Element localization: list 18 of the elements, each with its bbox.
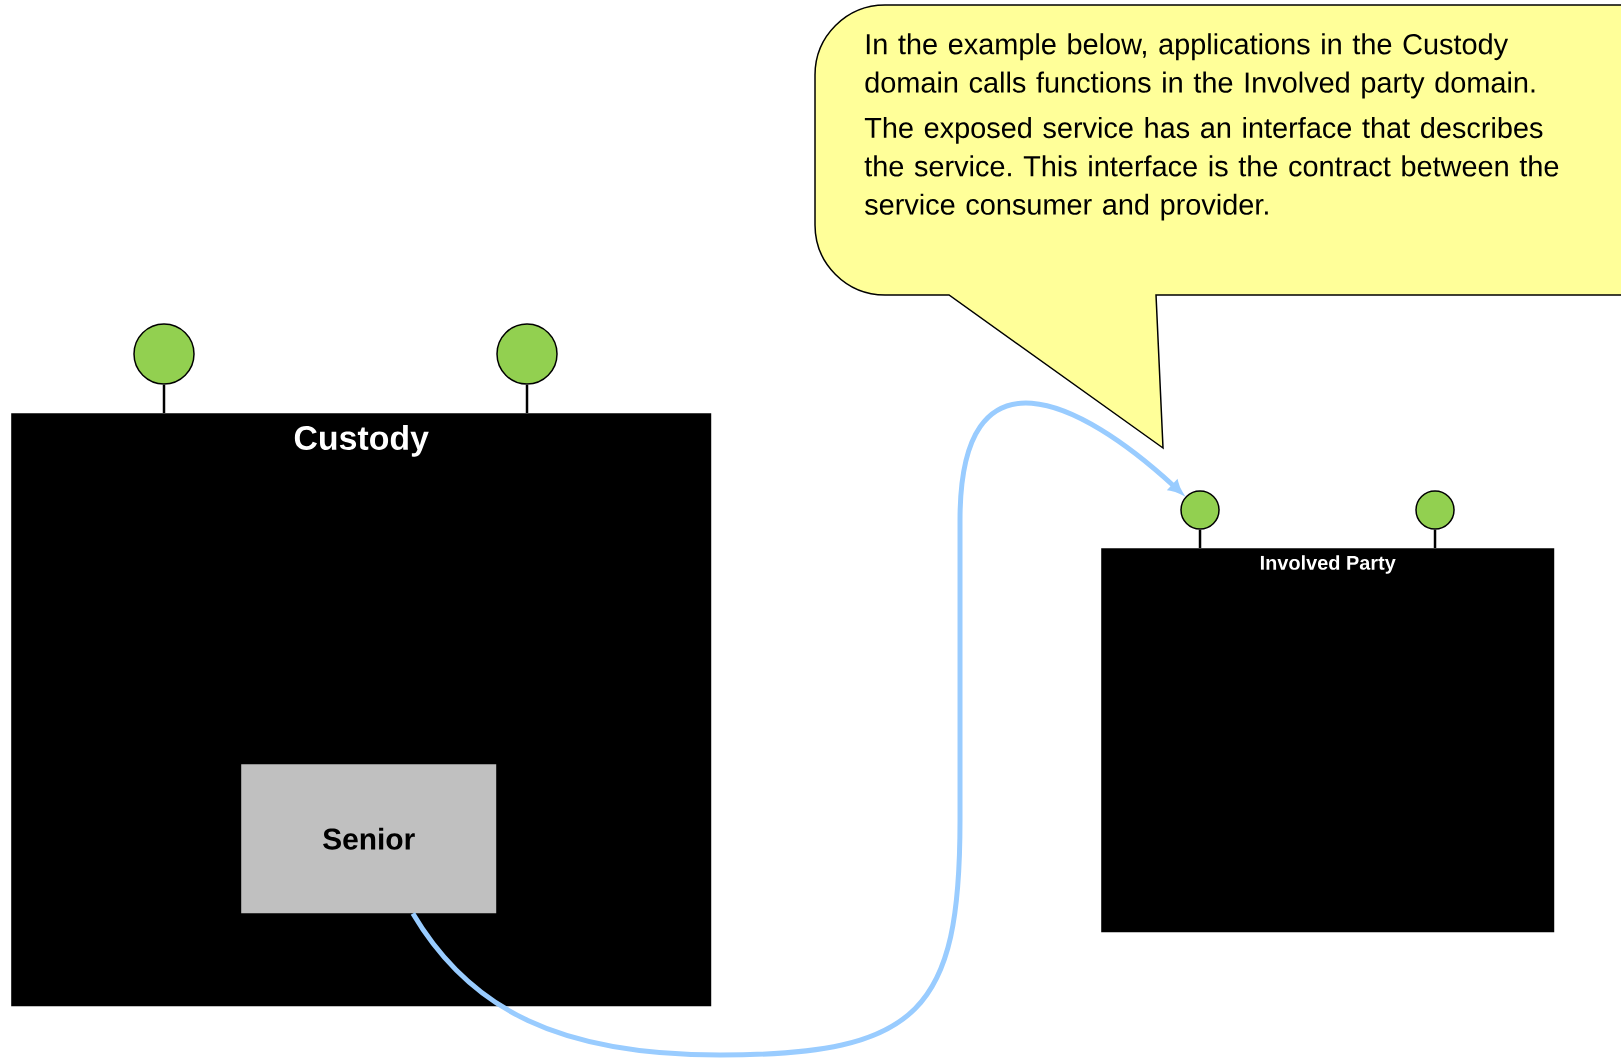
connector-stem [1433,529,1437,548]
box-title: Involved Party [1260,555,1396,574]
interface-circle [496,323,558,385]
speech-callout [814,4,1621,449]
connector-stem [162,384,166,413]
connector-stem [525,384,529,413]
interface-circle [133,323,195,385]
connector-stem [1198,529,1202,548]
interface-circle [1180,490,1220,530]
domain-box [1101,548,1555,933]
box-title: Senior [323,827,415,850]
interface-circle [1415,490,1455,530]
arrow [410,401,1183,1058]
callout-text: The exposed service has an interface that describes the service. This interface is the contract between the service consumer and provider. [864,116,1559,221]
domain-box [11,413,712,1007]
callout-text: In the example below, applications in the Custody domain calls functions in the Involved party domain. [865,33,1535,99]
application-box [241,764,497,914]
box-title: Custody [294,425,429,457]
